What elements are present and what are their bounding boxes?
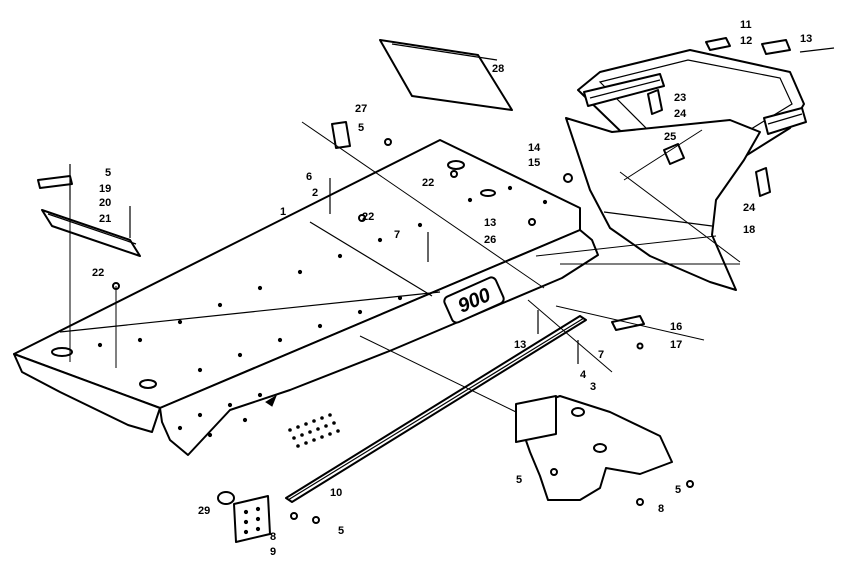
callout-8a: 8 [270, 531, 276, 543]
callout-12: 12 [740, 35, 752, 47]
callout-19: 19 [99, 183, 111, 195]
callout-22a: 22 [92, 267, 104, 279]
callout-13c: 13 [514, 339, 526, 351]
callout-6: 6 [306, 171, 312, 183]
vent-grille [288, 413, 340, 448]
decal-12 [761, 39, 791, 55]
bracket-21 [41, 209, 141, 257]
callout-labels: 1 2 3 4 5 5 5 5 5 6 7 7 8 8 9 10 11 12 1… [92, 19, 812, 558]
callout-28: 28 [492, 63, 504, 75]
callout-5c: 5 [516, 474, 522, 486]
callout-1: 1 [280, 206, 286, 218]
tunnel-assembly: 900 [13, 139, 599, 456]
callout-5a: 5 [105, 167, 111, 179]
strip-19 [37, 175, 73, 189]
callout-3: 3 [590, 381, 596, 393]
callout-9: 9 [270, 546, 276, 558]
callout-18: 18 [743, 224, 755, 236]
callout-13a: 13 [800, 33, 812, 45]
callout-7b: 7 [598, 349, 604, 361]
bracket-24-upper [647, 89, 663, 115]
bracket-24-lower [755, 167, 771, 197]
callout-14: 14 [528, 142, 541, 154]
callout-29: 29 [198, 505, 210, 517]
bracket-4 [515, 395, 557, 443]
callout-5e: 5 [338, 525, 344, 537]
callout-22c: 22 [362, 211, 374, 223]
plate-9 [233, 495, 271, 543]
callout-16: 16 [670, 321, 682, 333]
decal-11 [705, 37, 731, 51]
callout-26: 26 [484, 234, 496, 246]
callout-8b: 8 [658, 503, 664, 515]
callout-13b: 13 [484, 217, 496, 229]
panel-28 [379, 39, 513, 111]
callout-15: 15 [528, 157, 540, 169]
callout-23: 23 [674, 92, 686, 104]
callout-20: 20 [99, 197, 111, 209]
callout-24a: 24 [674, 108, 687, 120]
callout-5d: 5 [675, 484, 681, 496]
callout-2: 2 [312, 187, 318, 199]
leader-lines [69, 121, 741, 413]
clip-25 [663, 143, 685, 165]
rivet-holes [97, 185, 548, 438]
callout-10: 10 [330, 487, 342, 499]
callout-25: 25 [664, 131, 676, 143]
callout-11: 11 [740, 19, 752, 31]
callout-4: 4 [580, 369, 587, 381]
callout-17: 17 [670, 339, 682, 351]
callout-22b: 22 [422, 177, 434, 189]
callout-21: 21 [99, 213, 111, 225]
callout-27: 27 [355, 103, 367, 115]
callout-5b: 5 [358, 122, 364, 134]
spacer-29 [217, 491, 235, 505]
plate-27 [331, 121, 351, 149]
callout-7a: 7 [394, 229, 400, 241]
callout-24b: 24 [743, 202, 756, 214]
rail-10 [285, 315, 587, 503]
fasteners [69, 47, 835, 524]
